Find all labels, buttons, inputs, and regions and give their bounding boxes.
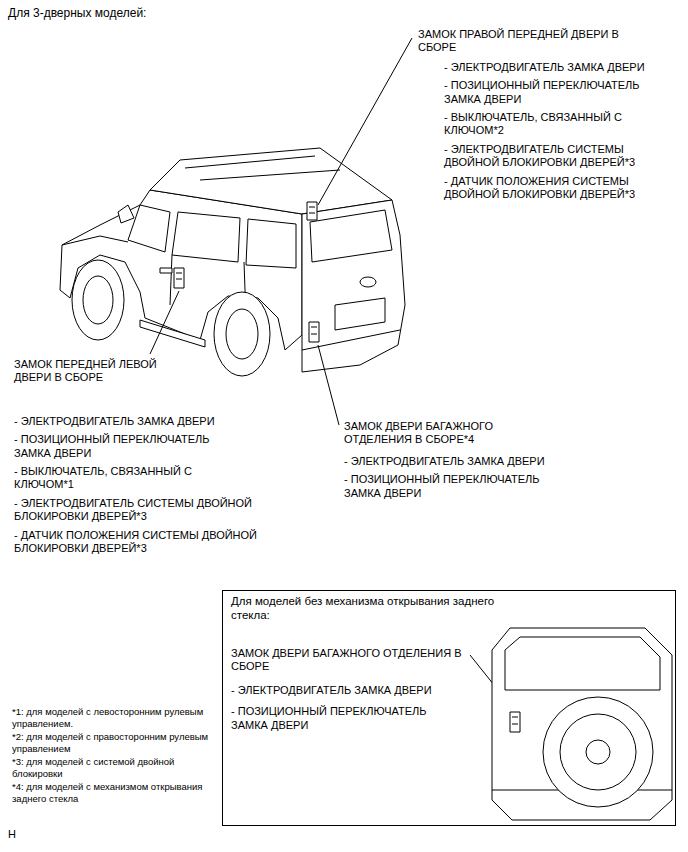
car-illustration xyxy=(302,200,405,372)
car-illustration xyxy=(246,219,296,268)
footnote: *2: для моделей с правосторонним рулевым… xyxy=(12,731,212,754)
car-illustration xyxy=(360,277,376,287)
component-item: - ЭЛЕКТРОДВИГАТЕЛЬ ЗАМКА ДВЕРИ xyxy=(444,61,676,74)
left-door-callout: ЗАМОК ПЕРЕДНЕЙ ЛЕВОЙ ДВЕРИ В СБОРЕ - ЭЛЕК… xyxy=(14,358,294,555)
component-item: - ЭЛЕКТРОДВИГАТЕЛЬ ЗАМКА ДВЕРИ xyxy=(344,455,549,468)
car-illustration xyxy=(150,148,392,214)
component-item: - ЭЛЕКТРОДВИГАТЕЛЬ СИСТЕМЫ ДВОЙНОЙ БЛОКИ… xyxy=(14,497,276,524)
footnotes: *1: для моделей с левосторонним рулевым … xyxy=(12,706,217,805)
figure-code: H xyxy=(8,828,48,841)
inset-car-rear xyxy=(510,712,520,732)
component-item: - ПОЗИЦИОННЫЙ ПЕРЕКЛЮЧАТЕЛЬ ЗАМКА ДВЕРИ xyxy=(344,473,549,500)
component-item: - ПОЗИЦИОННЫЙ ПЕРЕКЛЮЧАТЕЛЬ ЗАМКА ДВЕРИ xyxy=(231,705,466,732)
component-item: - ВЫКЛЮЧАТЕЛЬ, СВЯЗАННЫЙ С КЛЮЧОМ*1 xyxy=(14,465,214,492)
component-item: - ЭЛЕКТРОДВИГАТЕЛЬ СИСТЕМЫ ДВОЙНОЙ БЛОКИ… xyxy=(444,143,676,170)
car-illustration xyxy=(160,268,172,273)
component-item: - ДАТЧИК ПОЛОЖЕНИЯ СИСТЕМЫ ДВОЙНОЙ БЛОКИ… xyxy=(14,529,276,556)
right-door-callout: ЗАМОК ПРАВОЙ ПЕРЕДНЕЙ ДВЕРИ В СБОРЕ - ЭЛЕ… xyxy=(418,28,680,201)
inset-car-rear xyxy=(512,717,518,724)
car-illustration xyxy=(214,292,270,376)
footnote: *4: для моделей с механизмом открывания … xyxy=(12,781,212,804)
component-item: - ВЫКЛЮЧАТЕЛЬ, СВЯЗАННЫЙ С КЛЮЧОМ*2 xyxy=(444,111,656,138)
part-label: ЗАМОК ДВЕРИ БАГАЖНОГО ОТДЕЛЕНИЯ В СБОРЕ*… xyxy=(344,420,522,447)
car-illustration xyxy=(174,268,184,288)
inset-frame: Для моделей без механизма открывания зад… xyxy=(222,590,676,826)
inset-car-rear xyxy=(505,637,660,690)
inset-car-rear xyxy=(586,740,610,764)
part-label: ЗАМОК ПРАВОЙ ПЕРЕДНЕЙ ДВЕРИ В СБОРЕ xyxy=(418,28,643,55)
title-block: Для 3-дверных моделей: xyxy=(8,6,146,21)
component-item: - ЭЛЕКТРОДВИГАТЕЛЬ ЗАМКА ДВЕРИ xyxy=(14,415,276,428)
car-illustration xyxy=(309,322,319,342)
component-item: - ПОЗИЦИОННЫЙ ПЕРЕКЛЮЧАТЕЛЬ ЗАМКА ДВЕРИ xyxy=(14,433,229,460)
car-illustration xyxy=(72,260,124,340)
car-illustration xyxy=(83,276,113,324)
car-illustration xyxy=(335,298,385,330)
car-illustration xyxy=(309,207,315,213)
car-illustration xyxy=(118,205,134,223)
car-illustration xyxy=(311,327,317,334)
component-item: - ПОЗИЦИОННЫЙ ПЕРЕКЛЮЧАТЕЛЬ ЗАМКА ДВЕРИ xyxy=(444,79,656,106)
inset-car-rear xyxy=(492,628,672,820)
car-illustration xyxy=(185,156,340,180)
part-label: ЗАМОК ПЕРЕДНЕЙ ЛЕВОЙ ДВЕРИ В СБОРЕ xyxy=(14,358,179,385)
car-illustration xyxy=(307,202,317,220)
leader-lines xyxy=(150,291,179,354)
car-illustration xyxy=(60,148,405,376)
inset-heading: Для моделей без механизма открывания зад… xyxy=(231,594,499,622)
diagram-title: Для 3-дверных моделей: xyxy=(8,6,146,21)
leader-lines xyxy=(318,345,339,425)
leader-lines xyxy=(318,38,412,205)
inset-car-rear xyxy=(560,714,636,790)
leader-lines xyxy=(150,38,514,710)
car-illustration xyxy=(128,205,170,252)
car-illustration xyxy=(140,320,205,347)
footnote: *3: для моделей с системой двойной блоки… xyxy=(12,756,212,779)
component-item: - ДАТЧИК ПОЛОЖЕНИЯ СИСТЕМЫ ДВОЙНОЙ БЛОКИ… xyxy=(444,175,676,202)
car-illustration xyxy=(176,273,182,279)
inset-car-rear xyxy=(543,697,653,807)
inset-car-rear xyxy=(492,628,672,820)
back-door-callout: ЗАМОК ДВЕРИ БАГАЖНОГО ОТДЕЛЕНИЯ В СБОРЕ*… xyxy=(344,420,549,500)
car-illustration xyxy=(226,309,258,359)
footnote: *1: для моделей с левосторонним рулевым … xyxy=(12,706,212,729)
car-illustration xyxy=(172,212,240,262)
component-item: - ЭЛЕКТРОДВИГАТЕЛЬ ЗАМКА ДВЕРИ xyxy=(231,684,466,697)
inset-callout: ЗАМОК ДВЕРИ БАГАЖНОГО ОТДЕЛЕНИЯ В СБОРЕ -… xyxy=(231,647,466,732)
car-illustration xyxy=(310,210,392,262)
part-label: ЗАМОК ДВЕРИ БАГАЖНОГО ОТДЕЛЕНИЯ В СБОРЕ xyxy=(231,647,466,674)
car-illustration xyxy=(62,236,128,245)
figure-code-block: H xyxy=(8,828,48,841)
